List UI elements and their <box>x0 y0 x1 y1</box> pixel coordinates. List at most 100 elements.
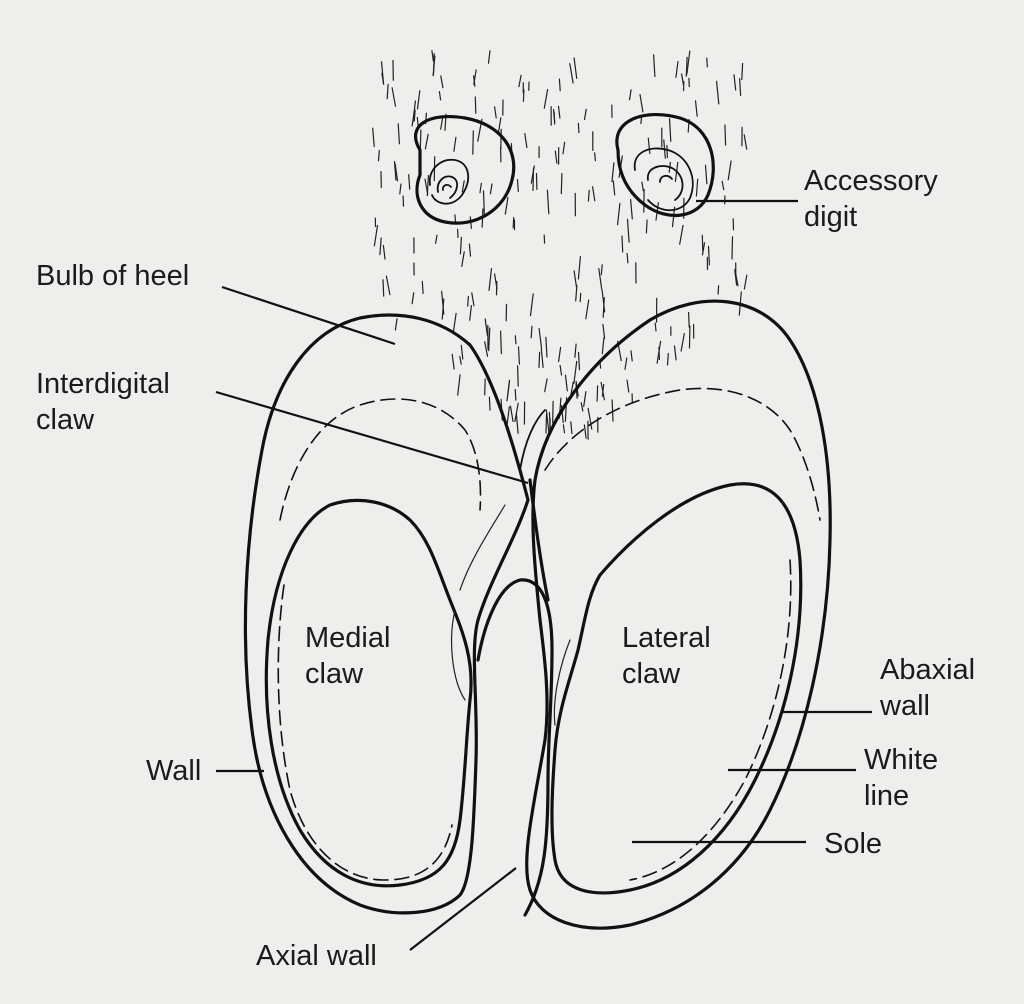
hair-stroke <box>435 234 438 244</box>
hair-stroke <box>680 333 685 352</box>
hair-stroke <box>524 133 528 149</box>
hair-stroke <box>686 50 691 75</box>
hair-stroke <box>461 251 465 267</box>
hair-stroke <box>393 161 397 181</box>
hair-stroke <box>538 328 543 349</box>
hair-stroke <box>487 50 491 64</box>
label-wall: Wall <box>146 755 202 787</box>
hair-stroke <box>540 348 544 368</box>
hair-stroke <box>668 118 672 142</box>
hair-stroke <box>517 346 521 365</box>
hair-stroke <box>724 124 727 146</box>
hair-stroke <box>639 93 644 113</box>
hair-stroke <box>596 385 599 402</box>
hair-stroke <box>593 152 597 162</box>
hair-stroke <box>602 323 606 339</box>
hair-stroke <box>518 74 522 88</box>
hair-stroke <box>544 378 548 393</box>
hair-stroke <box>530 325 533 339</box>
hair-stroke <box>385 275 391 296</box>
hair-stroke <box>557 105 561 119</box>
hair-stroke <box>382 244 386 260</box>
hair-stroke <box>532 167 535 191</box>
hair-stroke <box>575 284 578 302</box>
hair-stroke <box>516 365 519 387</box>
hair-stroke <box>545 336 548 358</box>
hair-stroke <box>467 295 469 307</box>
hair-stroke <box>731 236 734 260</box>
hair-stroke <box>654 322 657 332</box>
hair-stroke <box>529 293 534 317</box>
hair-stroke <box>509 405 514 422</box>
hair-stroke <box>468 243 472 257</box>
hair-stroke <box>652 54 656 78</box>
lateral-sole-outline <box>550 482 803 895</box>
hair-stroke <box>579 292 582 303</box>
hair-stroke <box>419 129 422 151</box>
hair-stroke <box>630 350 633 362</box>
lateral-claw <box>525 299 832 930</box>
hair-stroke <box>411 111 415 127</box>
label-white-line: White line <box>864 744 939 812</box>
hair-stroke <box>666 352 669 366</box>
label-interdigital-claw: Interdigital claw <box>36 368 170 436</box>
hair-stroke <box>416 116 419 127</box>
hair-stroke <box>451 353 455 370</box>
hair-stroke <box>658 346 661 361</box>
hair-stroke <box>372 127 375 148</box>
hair-stroke <box>397 123 400 145</box>
hair-stroke <box>516 179 519 193</box>
hair-stroke <box>379 237 382 256</box>
hair-stroke <box>482 190 485 215</box>
hair-stroke <box>408 174 411 190</box>
hair-stroke <box>440 75 444 89</box>
hair-stroke <box>424 178 429 195</box>
hair-stroke <box>598 268 603 290</box>
medial-claw <box>243 313 530 915</box>
hair-stroke <box>577 351 581 371</box>
hair-stroke <box>734 269 738 286</box>
hair-stroke <box>453 136 457 152</box>
hair-stroke <box>560 173 563 195</box>
hair-stroke <box>641 181 644 192</box>
hair-stroke <box>624 357 628 370</box>
hair-stroke <box>601 337 605 355</box>
hair-stroke <box>591 186 596 202</box>
hair-stroke <box>514 388 517 401</box>
hair-stroke <box>500 330 502 355</box>
hair-stroke <box>611 162 615 183</box>
hair-stroke <box>626 379 630 393</box>
hair-stroke <box>695 178 699 197</box>
hair-stroke <box>564 374 568 392</box>
hair-stroke <box>673 345 677 361</box>
hair-stroke <box>558 78 561 92</box>
leader-lines <box>215 199 872 951</box>
hair-stroke <box>733 74 737 91</box>
hair-stroke <box>743 274 748 290</box>
hair-stroke <box>484 318 488 336</box>
hair-stroke <box>498 117 502 133</box>
interdigital-space <box>476 409 554 917</box>
hair-stroke <box>587 407 593 430</box>
hair-stroke <box>616 202 621 226</box>
lateral-claw-outer-wall <box>525 299 832 930</box>
hair-stroke <box>399 183 402 195</box>
medial-white-line <box>277 584 453 881</box>
hair-stroke <box>488 268 493 291</box>
hair-stroke <box>459 236 462 255</box>
hair-stroke <box>675 60 679 78</box>
accessory-digit-left <box>413 115 516 225</box>
hair-stroke <box>600 264 603 276</box>
lateral-white-line <box>629 559 792 881</box>
hair-region <box>372 49 748 440</box>
hair-stroke <box>573 360 578 384</box>
hair-stroke <box>583 424 587 439</box>
hair-stroke <box>479 182 482 194</box>
hair-stroke <box>583 391 587 408</box>
hair-stroke <box>743 134 748 150</box>
hair-stroke <box>440 117 444 130</box>
hair-stroke <box>459 355 462 365</box>
hair-stroke <box>701 234 704 252</box>
hair-stroke <box>569 63 574 84</box>
